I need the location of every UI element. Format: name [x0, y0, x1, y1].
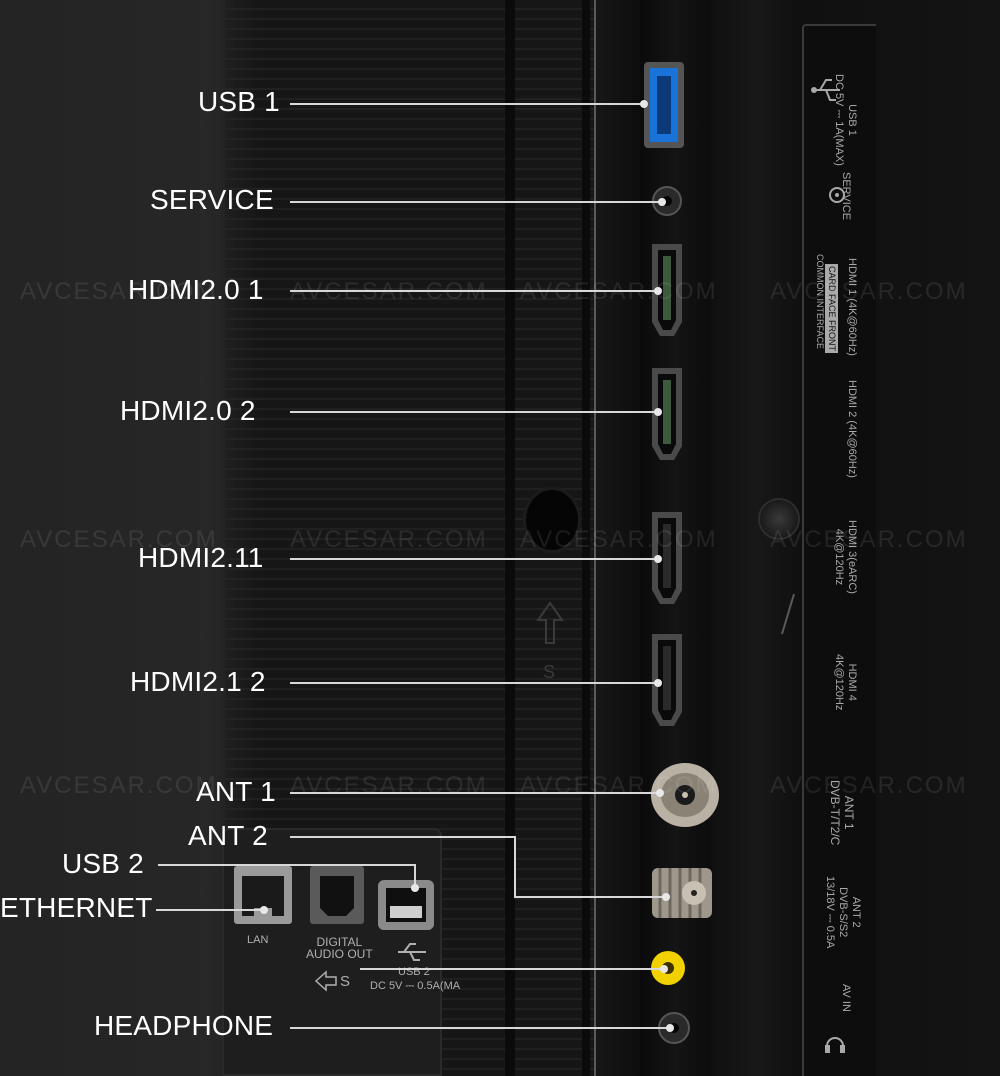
callout-line-hdmi20-2 — [290, 411, 656, 413]
lan-text: LAN — [247, 934, 269, 946]
digital-audio-out-text: DIGITAL AUDIO OUT — [306, 935, 373, 961]
usb1-port-icon — [644, 62, 684, 148]
callout-ant2: ANT 2 — [188, 820, 268, 851]
lan-port-icon — [234, 866, 292, 924]
callout-hdmi20-2: HDMI2.0 2 — [120, 395, 256, 426]
callout-hdmi20-1: HDMI2.0 1 — [128, 274, 264, 305]
callout-ethernet: ETHERNET — [0, 892, 153, 923]
callout-line-ant2-b — [514, 836, 516, 898]
watermark-12: AVCESAR.COM — [770, 772, 968, 799]
watermark-9: AVCESAR.COM — [20, 772, 218, 799]
watermark-11: AVCESAR.COM — [520, 772, 718, 799]
callout-dot-ant2 — [662, 893, 670, 901]
callout-line-usb2-b — [414, 864, 416, 888]
label-ant2: ANT 2 DVB-S/S2 13/18V ⎓ 0.5A — [824, 876, 862, 949]
service-symbol-icon — [829, 187, 845, 203]
callout-dot-hdmi20-1 — [654, 287, 662, 295]
watermark-8: AVCESAR.COM — [770, 526, 968, 553]
usb2-power-text: DC 5V ⎓ 0.5A(MA — [370, 980, 461, 992]
chassis-frame — [712, 0, 802, 1076]
callout-line-hdmi20-1 — [290, 290, 656, 292]
mount-screw-icon — [760, 500, 798, 538]
headphone-symbol-icon — [825, 1037, 845, 1053]
cover-groove-left — [505, 0, 515, 1076]
watermark-1: AVCESAR.COM — [20, 278, 218, 305]
callout-line-usb1 — [290, 103, 644, 105]
watermark-6: AVCESAR.COM — [290, 526, 488, 553]
callout-ant1: ANT 1 — [196, 776, 276, 807]
callout-line-ant2-c — [514, 896, 664, 898]
label-avin: AV IN — [840, 984, 852, 1012]
callout-dot-ethernet — [260, 906, 268, 914]
callout-dot-hdmi20-2 — [654, 408, 662, 416]
callout-line-hdmi21-2 — [290, 682, 656, 684]
callout-service: SERVICE — [150, 184, 274, 215]
watermark-10: AVCESAR.COM — [290, 772, 488, 799]
callout-dot-hdmi21-2 — [654, 679, 662, 687]
callout-dot-headphone — [666, 1024, 674, 1032]
watermark-2: AVCESAR.COM — [290, 278, 488, 305]
label-hdmi4: HDMI 4 4K@120Hz — [833, 654, 858, 711]
svg-text:S: S — [543, 662, 555, 682]
callout-line-ant2-a — [290, 836, 516, 838]
callout-line-service — [290, 201, 660, 203]
callout-headphone: HEADPHONE — [94, 1010, 274, 1041]
optical-port-icon — [310, 866, 364, 924]
label-usb1: USB 1 DC 5V ⎓ 1A(MAX) — [833, 74, 858, 166]
s-mark-text: S — [340, 973, 351, 990]
watermark-4: AVCESAR.COM — [770, 278, 968, 305]
ant1-coax-port-icon — [651, 763, 719, 827]
callout-hdmi21-2: HDMI2.1 2 — [130, 666, 266, 697]
watermark-5: AVCESAR.COM — [20, 526, 218, 553]
label-hdmi1: HDMI 1 (4K@60Hz) — [846, 258, 858, 356]
watermark-7: AVCESAR.COM — [520, 526, 718, 553]
hdmi3-port-icon — [652, 512, 682, 604]
port-label-plate — [802, 24, 876, 1076]
callout-line-ethernet — [156, 909, 264, 911]
callout-dot-ant1 — [656, 789, 664, 797]
hdmi4-port-icon — [652, 634, 682, 726]
callout-hdmi21-1: HDMI2.11 — [138, 542, 264, 573]
stand-mount-hole — [526, 490, 578, 550]
hdmi1-port-icon — [652, 244, 682, 336]
watermark-3: AVCESAR.COM — [520, 278, 718, 305]
callout-line-avin — [360, 968, 662, 970]
label-hdmi2: HDMI 2 (4K@60Hz) — [846, 380, 858, 478]
callout-dot-avin — [660, 965, 668, 973]
cover-groove-right — [582, 0, 590, 1076]
callout-dot-hdmi21-1 — [654, 555, 662, 563]
callout-dot-usb1 — [640, 100, 648, 108]
callout-line-ant1 — [290, 792, 658, 794]
ant2-f-connector-icon — [652, 868, 712, 918]
callout-line-usb2-a — [158, 864, 416, 866]
usb-symbol-icon — [811, 79, 840, 101]
slash-mark-icon — [781, 593, 795, 635]
callout-dot-usb2 — [411, 884, 419, 892]
callout-usb1: USB 1 — [198, 86, 280, 117]
usb2-symbol-icon — [398, 943, 426, 961]
callout-dot-service — [658, 198, 666, 206]
callout-line-headphone — [290, 1027, 668, 1029]
callout-line-hdmi21-1 — [290, 558, 656, 560]
cover-arrow-icon: S — [536, 601, 564, 682]
usb2-port-icon — [378, 880, 434, 930]
arrow-left-icon — [314, 970, 337, 992]
callout-usb2: USB 2 — [62, 848, 144, 879]
hdmi2-port-icon — [652, 368, 682, 460]
cover-edge-highlight — [594, 0, 596, 1076]
